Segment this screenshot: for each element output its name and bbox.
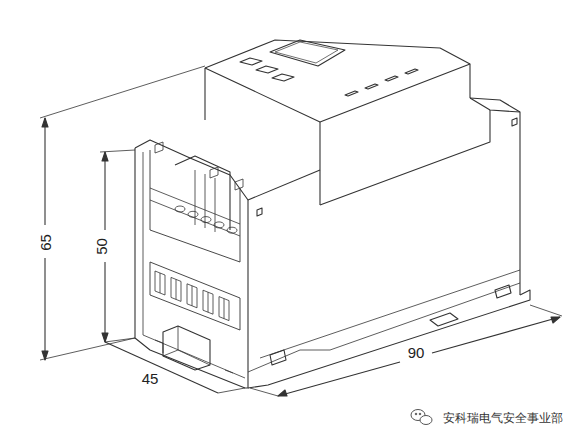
terminal-screw [175,206,185,212]
terminal-slot [187,284,197,308]
terminal-screw [201,217,211,223]
dimension-label: 65 [37,232,54,253]
dimension-label: 45 [140,370,161,387]
watermark: 安科瑞电气安全事业部 [441,411,565,425]
terminal-screw [188,211,198,217]
terminal-screw [214,222,224,228]
terminal-screw [227,227,237,233]
terminal-slot [155,271,165,295]
dimension-label: 50 [93,236,110,257]
terminal-slot [171,277,181,301]
terminal-slot [219,297,229,321]
terminal-slot [203,290,213,314]
dimension-label: 90 [406,344,427,361]
